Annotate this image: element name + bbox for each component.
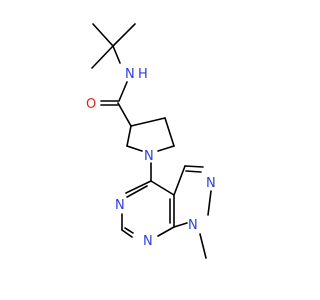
pyrrolidine-nitrogen-label: N bbox=[144, 149, 154, 164]
molecule-structure: N H O N N N N bbox=[86, 23, 216, 259]
pyrimidine-n3-label: N bbox=[115, 198, 125, 213]
pyrimidine-ring: N N bbox=[115, 180, 175, 249]
pyrazole-n1-label: N bbox=[188, 218, 198, 233]
pyrazole-ring: N N bbox=[173, 165, 216, 233]
carbonyl-to-ring-bond bbox=[117, 102, 132, 127]
tert-butyl-group bbox=[91, 23, 136, 69]
pyrrolidine-ring: N bbox=[126, 117, 175, 164]
pyrimidine-n1-label: N bbox=[143, 234, 153, 249]
n-methyl-bond bbox=[199, 233, 207, 259]
amide-hydrogen-label: H bbox=[138, 67, 148, 82]
carbonyl-group: O bbox=[86, 97, 119, 112]
amide-bond bbox=[118, 81, 128, 102]
pyrazole-n2-label: N bbox=[206, 176, 216, 191]
amide-nitrogen-label: N bbox=[125, 67, 135, 82]
carbonyl-oxygen-label: O bbox=[86, 97, 96, 112]
amide-nh: N H bbox=[125, 67, 148, 82]
